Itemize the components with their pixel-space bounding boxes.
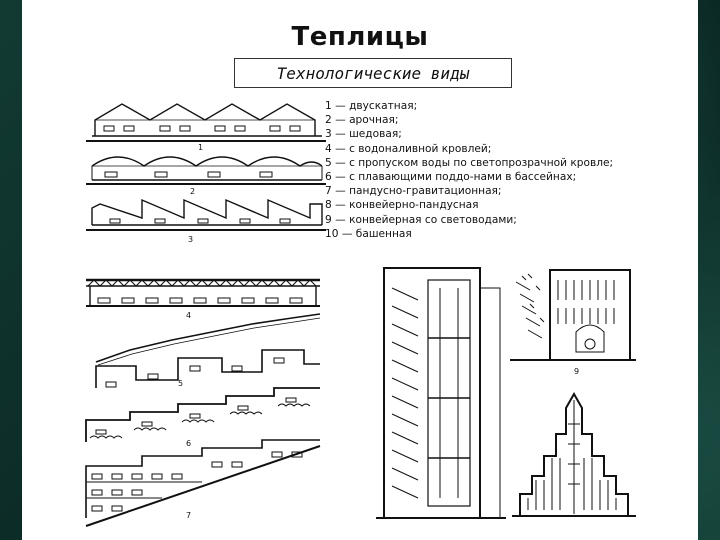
arched-greenhouse-drawing [86, 156, 326, 185]
legend-item: 5 — с пропуском воды по светопрозрачной … [325, 156, 614, 169]
conveyor-light-guides-figure: 9 [510, 269, 636, 376]
figure-number-label: 5 [178, 379, 183, 388]
figure-number-label: 9 [574, 367, 579, 376]
floating-trays-greenhouse-drawing [85, 387, 320, 442]
legend-item: 9 — конвейерная со световодами; [325, 213, 517, 226]
water-roof-greenhouse-drawing [86, 278, 320, 307]
figure-number-label: 3 [188, 235, 193, 244]
gable-greenhouse-drawing [86, 103, 326, 142]
legend-item: 4 — с водоналивной кровлей; [325, 142, 492, 155]
figure-number-label: 6 [186, 439, 191, 448]
pandus-gravitational-greenhouse-drawing [85, 439, 321, 527]
figure-number-label: 2 [190, 187, 195, 196]
figure-number-label: 7 [186, 511, 191, 520]
figure-number-label: 1 [198, 143, 203, 152]
legend-item: 8 — конвейерно-пандусная [325, 199, 479, 212]
water-flow-roof-greenhouse-drawing [95, 313, 321, 388]
slide-subtitle: Технологические виды [234, 58, 512, 88]
legend-item: 10 — башенная [325, 227, 412, 240]
conveyor-pandus-tower-figure [376, 267, 506, 519]
legend-item: 7 — пандусно-гравитационная; [325, 185, 502, 198]
slide-title: Теплицы [291, 22, 429, 52]
legend-item: 3 — шедовая; [325, 128, 402, 141]
tower-greenhouse-figure [512, 391, 636, 517]
shed-greenhouse-drawing [86, 198, 326, 231]
stepped-greenhouses-figure: 4 5 6 7 [85, 278, 321, 527]
figure-number-label: 4 [186, 311, 191, 320]
left-edge-background [0, 0, 22, 540]
legend-item: 2 — арочная; [325, 114, 399, 127]
greenhouse-roof-profiles-figure: 1 2 3 [86, 103, 326, 244]
legend-list: 1 — двускатная; 2 — арочная; 3 — шедовая… [325, 99, 675, 241]
legend-item: 6 — с плавающими поддо-нами в бассейнах; [325, 171, 577, 184]
legend-item: 1 — двускатная; [325, 100, 418, 112]
